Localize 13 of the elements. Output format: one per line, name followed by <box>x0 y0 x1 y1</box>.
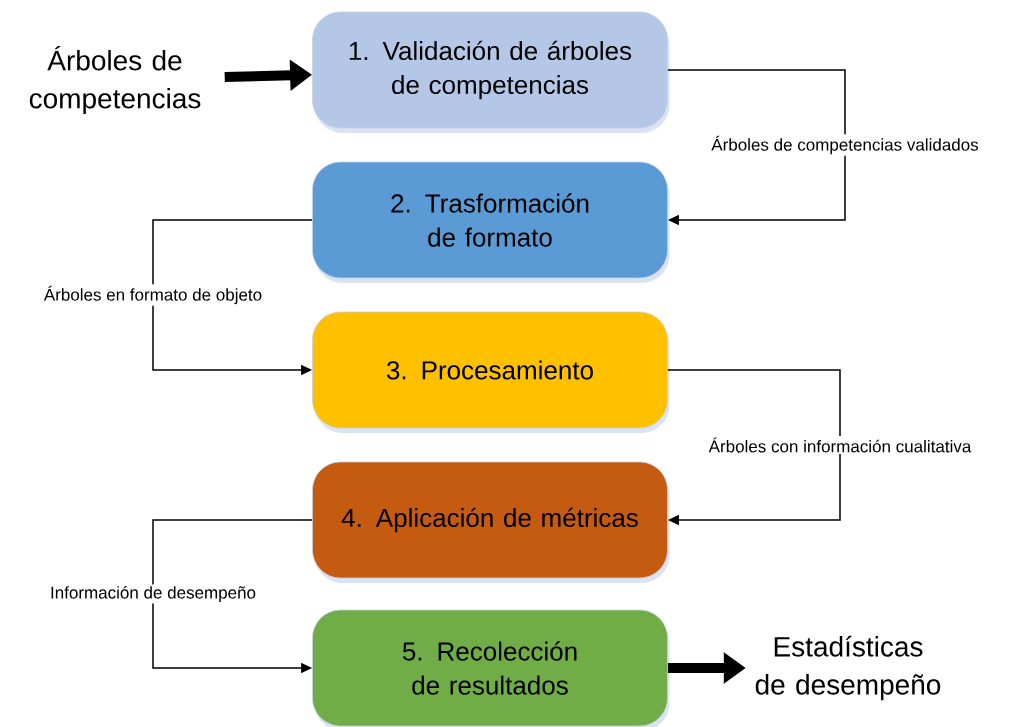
process-box: 1. Validación de árboles de competencias <box>312 11 670 133</box>
process-box: 5. Recolección de resultados <box>312 609 670 727</box>
flow-text: Árboles de competencias <box>29 45 201 115</box>
process-box: 2. Trasformación de formato <box>312 161 670 283</box>
flow-text: Estadísticas de desempeño <box>755 635 941 701</box>
edge-label: Árboles en formato de objeto <box>42 284 264 306</box>
edge-label: Árboles con información cualitativa <box>707 436 973 454</box>
process-box: 4. Aplicación de métricas <box>312 461 670 583</box>
connector-arrow <box>667 369 841 526</box>
edge-label: Árboles de competencias validados <box>709 134 981 156</box>
edge-label: Información de desempeño <box>48 584 258 604</box>
process-box: 3. Procesamiento <box>312 311 670 433</box>
connector-arrow <box>667 69 846 226</box>
